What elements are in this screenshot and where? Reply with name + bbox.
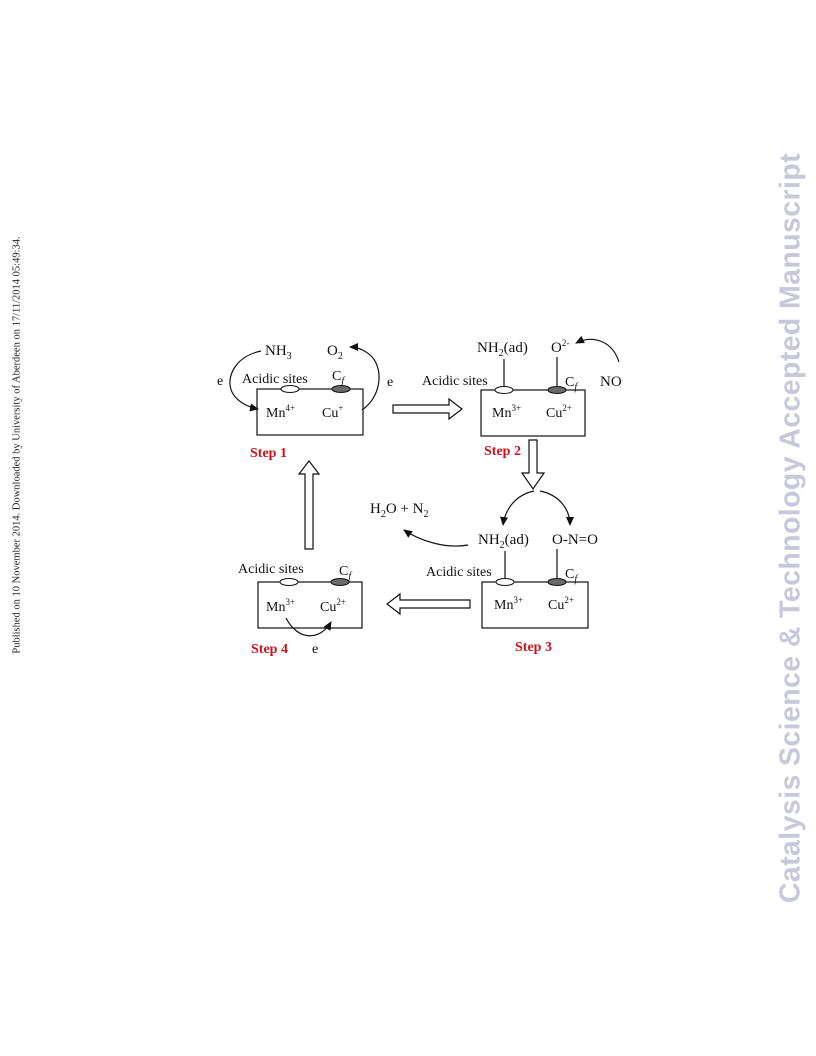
step3-panel: NH2(ad) O-N=O H2O + N2 Acidic sites Cf M…	[370, 490, 598, 655]
step3-cu: Cu2+	[548, 595, 574, 613]
step1-catalyst-box	[256, 388, 364, 436]
step2-mn: Mn3+	[492, 403, 521, 421]
step1-cf-site-marker	[331, 385, 351, 393]
step3-cf: Cf	[565, 567, 578, 585]
step1-electron-right: e	[387, 375, 393, 390]
step2-cu: Cu2+	[546, 403, 572, 421]
step3-cf-site-marker	[547, 578, 567, 586]
step4-catalyst-box	[257, 581, 363, 629]
step2-label: Step 2	[484, 444, 521, 459]
step4-cu: Cu2+	[320, 597, 346, 615]
step4-mn: Mn3+	[266, 597, 295, 615]
step1-o2: O2	[327, 343, 343, 362]
step3-acidic-sites: Acidic sites	[426, 565, 492, 580]
step2-no-curved-arrow	[575, 335, 620, 363]
step1-acidic-sites: Acidic sites	[242, 372, 308, 387]
step3-acidic-site-marker	[495, 578, 515, 586]
hollow-arrow-step1-to-step2	[392, 397, 463, 421]
step4-acidic-sites: Acidic sites	[238, 562, 304, 577]
step4-electron-transfer-arrow	[285, 617, 332, 637]
step1-nh3: NH3	[265, 343, 292, 362]
step4-electron: e	[312, 642, 318, 657]
hollow-arrow-step2-to-step3	[520, 439, 546, 491]
step1-cu: Cu+	[322, 403, 343, 421]
step2-oxide: O2-	[551, 338, 569, 356]
step3-nh2-ad: NH2(ad)	[478, 532, 529, 551]
step3-products: H2O + N2	[370, 501, 428, 520]
step4-acidic-site-marker	[279, 578, 299, 586]
step2-catalyst-box	[480, 389, 586, 437]
step1-acidic-site-marker	[280, 385, 300, 393]
step3-right-bifurcating-arrow	[539, 490, 574, 526]
step1-left-curved-arrow	[229, 350, 262, 412]
step3-products-curved-arrow	[403, 529, 469, 547]
step2-no: NO	[600, 374, 622, 390]
step1-label: Step 1	[250, 446, 287, 461]
step2-nh2-ad: NH2(ad)	[477, 340, 528, 359]
step4-label: Step 4	[251, 642, 288, 657]
hollow-arrow-step3-to-step4	[386, 592, 471, 616]
step2-acidic-site-marker	[494, 386, 514, 394]
step3-catalyst-box	[481, 581, 589, 629]
step2-cf: Cf	[565, 375, 578, 393]
step1-panel: NH3 O2 Acidic sites Cf Mn4+ Cu+ e e Step…	[217, 343, 393, 461]
step1-mn: Mn4+	[266, 403, 295, 421]
step2-cf-site-marker	[547, 386, 567, 394]
step2-panel: NH2(ad) O2- NO Acidic sites Cf Mn3+ Cu2+…	[422, 335, 622, 459]
step2-acidic-sites: Acidic sites	[422, 374, 488, 389]
step3-mn: Mn3+	[494, 595, 523, 613]
step3-ono: O-N=O	[552, 532, 598, 548]
step1-cf: Cf	[332, 369, 345, 387]
step1-right-curved-arrow	[349, 343, 380, 411]
step3-label: Step 3	[515, 640, 552, 655]
step4-cf-site-marker	[330, 578, 350, 586]
hollow-arrow-step4-to-step1	[297, 460, 321, 550]
step4-cf: Cf	[339, 564, 352, 582]
step1-electron-left: e	[217, 374, 223, 389]
step4-panel: Acidic sites Cf Mn3+ Cu2+ e Step 4	[238, 562, 363, 657]
step3-left-bifurcating-arrow	[500, 490, 535, 526]
